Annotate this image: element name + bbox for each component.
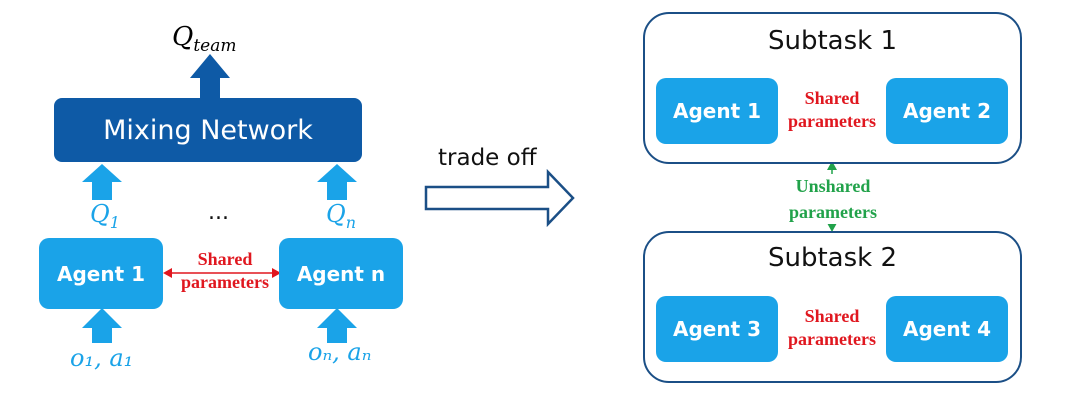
subtask-2-agent-3-box: Agent 3 <box>656 296 778 362</box>
unshared-params: Unshared parameters <box>771 174 895 224</box>
shared-params-subtask-1: Shared parameters <box>788 88 876 131</box>
agent-n-box: Agent n <box>279 238 403 309</box>
ellipsis: ... <box>208 200 229 225</box>
subtask-1-agent-2-label: Agent 2 <box>902 99 992 123</box>
shared-connector-left <box>163 268 281 278</box>
subtask-2-agent-3-label: Agent 3 <box>672 317 762 341</box>
obs-1-arrow <box>82 308 122 343</box>
qn-label: Qn <box>326 200 356 232</box>
shared-params-left: Shared parameters <box>181 249 269 292</box>
agent-n-label: Agent n <box>296 261 386 286</box>
subtask-1-agent-2-box: Agent 2 <box>886 78 1008 144</box>
q-team-arrow <box>190 54 230 98</box>
mixing-network-box: Mixing Network <box>54 98 362 162</box>
trade-off-arrow <box>424 168 575 228</box>
subtask-1-agent-1-label: Agent 1 <box>672 99 762 123</box>
q-team-label: Qteam <box>172 22 237 57</box>
subtask-1-title: Subtask 1 <box>767 26 898 56</box>
obs-n-arrow <box>317 308 357 343</box>
q1-arrow <box>82 164 122 200</box>
q1-label: Q1 <box>90 200 120 232</box>
subtask-2-agent-4-box: Agent 4 <box>886 296 1008 362</box>
agent-1-label: Agent 1 <box>56 261 146 286</box>
subtask-1-agent-1-box: Agent 1 <box>656 78 778 144</box>
agent-1-box: Agent 1 <box>39 238 163 309</box>
trade-off-label: trade off <box>438 145 537 171</box>
mixing-network-label: Mixing Network <box>103 114 313 146</box>
obs-n-label: oₙ, aₙ <box>308 338 372 366</box>
qn-arrow <box>317 164 357 200</box>
subtask-2-title: Subtask 2 <box>767 243 898 273</box>
subtask-2-agent-4-label: Agent 4 <box>902 317 992 341</box>
shared-params-subtask-2: Shared parameters <box>788 306 876 349</box>
obs-1-label: o₁, a₁ <box>70 344 134 372</box>
